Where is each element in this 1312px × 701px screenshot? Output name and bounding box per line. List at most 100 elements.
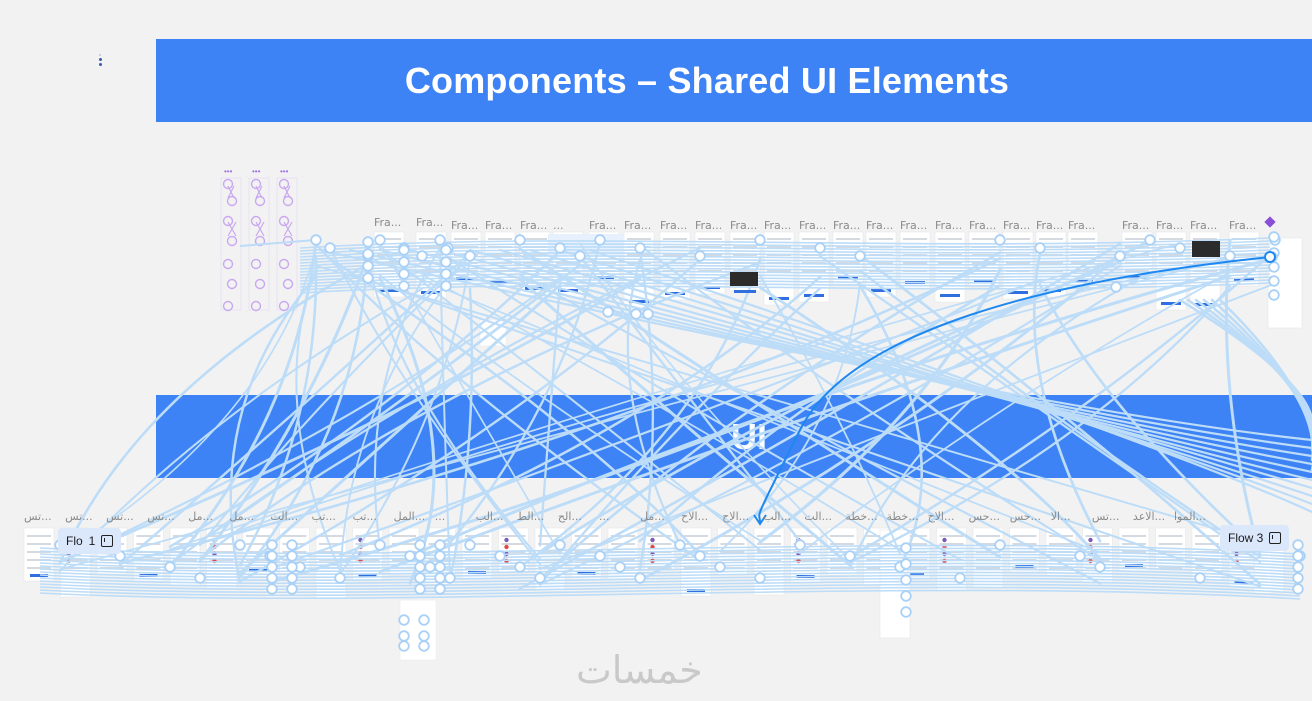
frame-label[interactable]: Fra... (833, 219, 861, 232)
prototype-connector (39, 565, 1301, 576)
frame-label[interactable]: Fra... (695, 219, 723, 232)
frame-content-line (1231, 551, 1256, 553)
frame-label[interactable]: Fra... (485, 219, 513, 232)
frame-label[interactable]: الت... (270, 510, 299, 523)
frame-label[interactable]: Fra... (589, 219, 617, 232)
frame-label[interactable]: حس... (968, 510, 1000, 523)
frame-label[interactable]: Fra... (866, 219, 894, 232)
component-node (250, 178, 262, 190)
frame-label[interactable]: الاح... (722, 510, 750, 523)
component-node (222, 215, 234, 227)
frame-label[interactable]: الب... (475, 510, 504, 523)
frame-content-line (757, 559, 781, 561)
flow-start-tag-1[interactable]: Flo 1 (58, 528, 122, 554)
frame-label[interactable]: Fra... (624, 219, 652, 232)
frame-content-line (1049, 559, 1073, 561)
flow-label: Flow 3 (1228, 531, 1264, 545)
connection-handle (404, 550, 416, 562)
frame-label[interactable]: Fra... (900, 219, 928, 232)
connection-handle (1292, 572, 1304, 584)
frame-label[interactable]: الب... (763, 510, 791, 523)
frame-label[interactable]: Fra... (1003, 219, 1031, 232)
frame-content-line (1195, 543, 1219, 545)
frame-content-line (1006, 262, 1030, 264)
frame-content-line (1159, 238, 1183, 240)
frame-label[interactable]: تس... (106, 510, 134, 523)
frame-label[interactable]: الت... (804, 510, 833, 523)
frame-label[interactable]: Fra... (969, 219, 997, 232)
frame-label[interactable]: الا... (1050, 510, 1071, 523)
frame-label[interactable]: الاعد... (1132, 510, 1166, 523)
frame-label[interactable]: Fra... (1156, 219, 1184, 232)
frame-label[interactable]: Fra... (935, 219, 963, 232)
frame-content-line (757, 551, 781, 553)
frame-button-mark (1073, 279, 1093, 282)
component-node (222, 178, 234, 190)
device-preview-thumbnail (1192, 241, 1220, 257)
frame-button-mark (358, 574, 377, 577)
component-cross (283, 221, 293, 237)
section-banner-components[interactable]: Components – Shared UI Elements (156, 39, 1312, 122)
frame-label[interactable]: Fra... (660, 219, 688, 232)
frame-label[interactable]: الموا... (1174, 510, 1207, 523)
frame-label[interactable]: الاح... (927, 510, 955, 523)
frame-label[interactable]: الط... (516, 510, 545, 523)
connection-handle (194, 572, 206, 584)
frame-label[interactable]: Fra... (520, 219, 548, 232)
frame-label[interactable]: ... (553, 219, 564, 232)
frame-label[interactable]: الح... (557, 510, 582, 523)
frame-content-line (1158, 567, 1183, 569)
frame-content-line (903, 262, 927, 264)
kebab-menu-icon[interactable] (94, 54, 106, 78)
frame-label[interactable]: المل... (393, 510, 426, 523)
frame-label[interactable]: Fra... (416, 216, 444, 229)
frame-label[interactable]: تب... (352, 510, 377, 523)
frame-label[interactable]: حس... (1009, 510, 1042, 523)
frame-label[interactable]: Fra... (730, 219, 758, 232)
frame-label[interactable]: Fra... (799, 219, 827, 232)
frame-label[interactable]: مل... (229, 510, 255, 523)
connection-handle (1110, 281, 1122, 293)
frame-label[interactable]: ... (434, 510, 446, 523)
frame-label[interactable]: تس... (24, 510, 52, 523)
frame-label[interactable]: Fra... (1122, 219, 1150, 232)
frame-label[interactable]: Fra... (1068, 219, 1096, 232)
frame-label[interactable]: Fra... (1036, 219, 1064, 232)
prototype-connector (39, 544, 1301, 555)
prototype-connector (198, 255, 472, 547)
frame-content-line (246, 551, 270, 553)
frame-label[interactable]: تس... (147, 510, 175, 523)
frame-label[interactable]: Fra... (1190, 219, 1218, 232)
frame-label[interactable]: Fra... (764, 219, 792, 232)
frame-label[interactable]: خطة... (886, 510, 919, 523)
frame-label[interactable]: Fra... (1229, 219, 1257, 232)
prototype-connector (315, 264, 1261, 543)
frame-button-mark (1234, 581, 1253, 584)
component-node (226, 235, 238, 247)
frame-label[interactable]: خطة... (845, 510, 878, 523)
frame-label[interactable]: ... (599, 510, 610, 523)
frame-label[interactable]: تب... (311, 510, 336, 523)
frame-label[interactable]: مل... (640, 510, 665, 523)
frame-content-line (720, 535, 745, 537)
active-connector (758, 256, 1271, 523)
frame-content-line (733, 270, 757, 272)
frame-label[interactable]: Fra... (451, 219, 479, 232)
frame-label[interactable]: الاح... (681, 510, 709, 523)
frame-content-line (319, 543, 343, 545)
frame-label[interactable]: تس... (1091, 510, 1120, 523)
frame-content-line (592, 262, 616, 264)
frame-label[interactable]: Fra... (374, 216, 402, 229)
frame-content-line (173, 535, 197, 537)
frame-content-line (574, 559, 599, 561)
flow-start-tag-3[interactable]: Flow 3 (1220, 525, 1290, 551)
component-node (222, 258, 234, 270)
component-node (222, 300, 234, 312)
prototype-connector (538, 264, 1122, 586)
connection-handle (362, 272, 374, 284)
frame-label[interactable]: تس... (65, 510, 93, 523)
frame-label[interactable]: مل... (188, 510, 214, 523)
prototype-connector (373, 247, 442, 549)
connection-handle (900, 590, 912, 602)
